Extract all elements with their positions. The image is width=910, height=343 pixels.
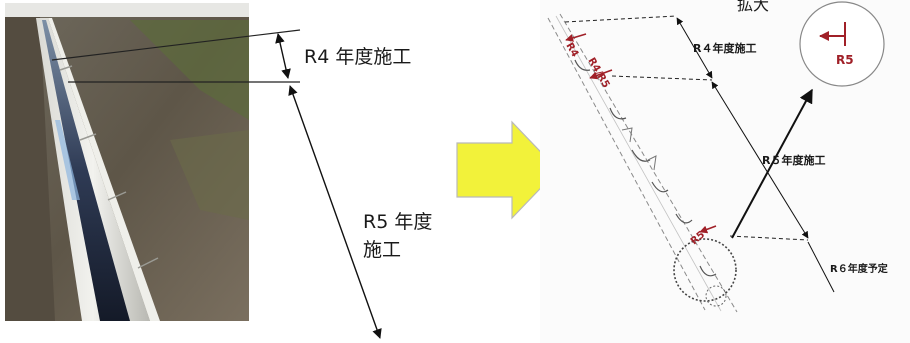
transition-arrow xyxy=(456,120,559,220)
enlarged-inset: 拡大 R5 xyxy=(737,0,885,87)
label-r5-left-line1: R5 年度 xyxy=(363,211,432,233)
label-r5-right: R５年度施工 xyxy=(762,153,825,167)
plan-schematic: R4 R4/R5 R5 R４年度施工 R５年度施工 R６年度予定 拡大 R5 xyxy=(540,0,910,343)
red-boundary-markers xyxy=(565,33,717,234)
zoom-area-circle xyxy=(673,238,737,302)
label-r5-left-line2: 施工 xyxy=(363,239,401,261)
label-r4-left: R4 年度施工 xyxy=(304,46,411,68)
zoom-marker-label: R5 xyxy=(836,53,854,67)
left-annotations: R4 年度施工 R5 年度 施工 xyxy=(51,29,432,339)
label-r4-right: R４年度施工 xyxy=(693,41,756,55)
label-r6-right: R６年度予定 xyxy=(830,262,888,275)
site-photo xyxy=(5,3,249,321)
zoom-label: 拡大 xyxy=(737,0,769,14)
